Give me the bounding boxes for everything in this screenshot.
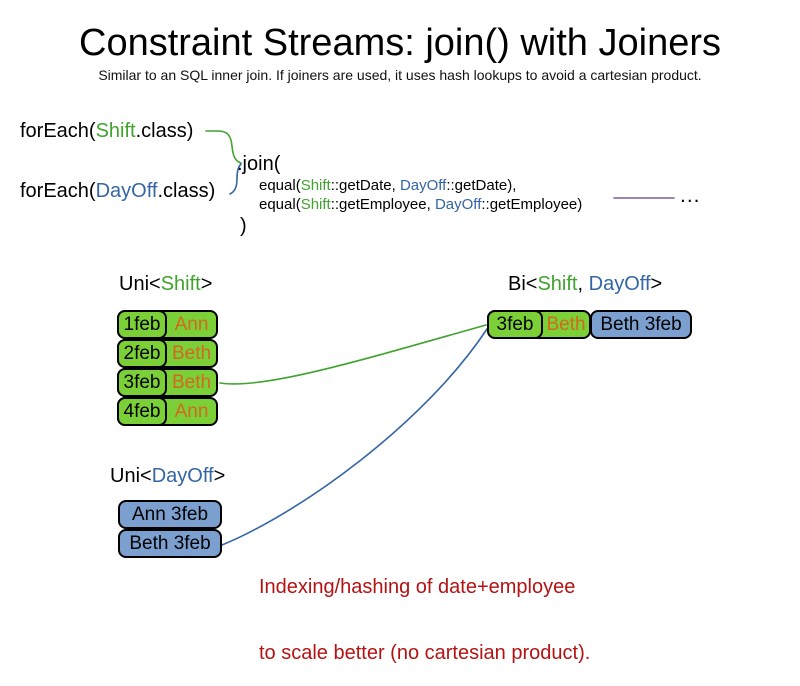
bi-row: 3feb Beth Beth 3feb <box>487 310 692 339</box>
foreach-dayoff-prefix: forEach( <box>20 180 96 202</box>
shift-class-token: Shift <box>300 196 331 213</box>
shift-employee-cell: Beth <box>171 342 212 364</box>
uni-shift-table: 1feb Ann 2feb Beth 3feb Beth 4feb Ann <box>117 310 218 426</box>
shift-employee-cell: Beth <box>171 371 212 393</box>
dayoff-class-token: DayOff <box>95 180 158 202</box>
dayoff-class-token: DayOff <box>588 273 651 295</box>
bi-shift-part: 3feb Beth <box>487 310 591 339</box>
shift-class-token: Shift <box>160 273 201 295</box>
shift-class-token: Shift <box>300 177 331 194</box>
shift-date-cell: 3feb <box>117 368 167 397</box>
bi-shift-employee-cell: Beth <box>546 313 586 335</box>
foreach-shift-prefix: forEach( <box>20 120 96 142</box>
indexing-note-line2: to scale better (no cartesian product). <box>259 642 591 664</box>
equal-prefix: equal( <box>259 196 301 213</box>
varargs-ellipsis: ... <box>680 184 701 207</box>
equal-mid: ::getDate, <box>330 177 400 194</box>
shift-row: 4feb Ann <box>117 397 218 426</box>
shift-class-token: Shift <box>537 273 578 295</box>
dayoff-class-token: DayOff <box>434 196 482 213</box>
uni-shift-label: Uni<Shift> <box>119 273 213 295</box>
dayoff-class-token: DayOff <box>399 177 447 194</box>
shift-row: 2feb Beth <box>117 339 218 368</box>
page-title: Constraint Streams: join() with Joiners <box>79 22 721 64</box>
indexing-note-line1: Indexing/hashing of date+employee <box>259 576 576 598</box>
shift-row: 3feb Beth <box>117 368 218 397</box>
uni-dayoff-table: Ann 3feb Beth 3feb <box>118 500 222 558</box>
joiner-equal-date-line: equal(Shift::getDate, DayOff::getDate), <box>259 177 516 194</box>
shift-row: 1feb Ann <box>117 310 218 339</box>
uni-dayoff-label: Uni<DayOff> <box>110 465 226 487</box>
join-open-line: .join( <box>237 153 281 175</box>
shift-join-green-line <box>219 324 487 385</box>
bi-label: Bi<Shift, DayOff> <box>508 273 663 295</box>
dayoff-join-blue-line <box>221 328 488 546</box>
shift-employee-cell: Ann <box>174 313 209 335</box>
equal-prefix: equal( <box>259 177 301 194</box>
joiner-equal-employee-line: equal(Shift::getEmployee, DayOff::getEmp… <box>259 196 582 213</box>
shift-employee-cell: Ann <box>174 400 209 422</box>
bi-shift-date-cell: 3feb <box>487 310 543 339</box>
foreach-dayoff-suffix: .class) <box>157 180 216 202</box>
equal-mid: ::getEmployee, <box>330 196 435 213</box>
dayoff-row: Beth 3feb <box>118 529 222 558</box>
dayoff-row: Ann 3feb <box>118 500 222 529</box>
bi-dayoff-part: Beth 3feb <box>590 310 692 339</box>
dayoff-class-token: DayOff <box>151 465 214 487</box>
indexing-note: Indexing/hashing of date+employee to sca… <box>259 532 590 686</box>
foreach-dayoff-line: forEach(DayOff.class) <box>20 180 215 203</box>
join-close-line: ) <box>240 215 247 237</box>
equal-rest: ::getDate), <box>446 177 517 194</box>
page-subtitle: Similar to an SQL inner join. If joiners… <box>98 67 702 83</box>
equal-rest: ::getEmployee) <box>481 196 583 213</box>
shift-date-cell: 2feb <box>117 339 167 368</box>
foreach-shift-line: forEach(Shift.class) <box>20 120 193 143</box>
brace-top-green-line <box>205 130 242 164</box>
foreach-shift-suffix: .class) <box>135 120 194 142</box>
shift-date-cell: 1feb <box>117 310 167 339</box>
shift-date-cell: 4feb <box>117 397 167 426</box>
shift-class-token: Shift <box>95 120 136 142</box>
